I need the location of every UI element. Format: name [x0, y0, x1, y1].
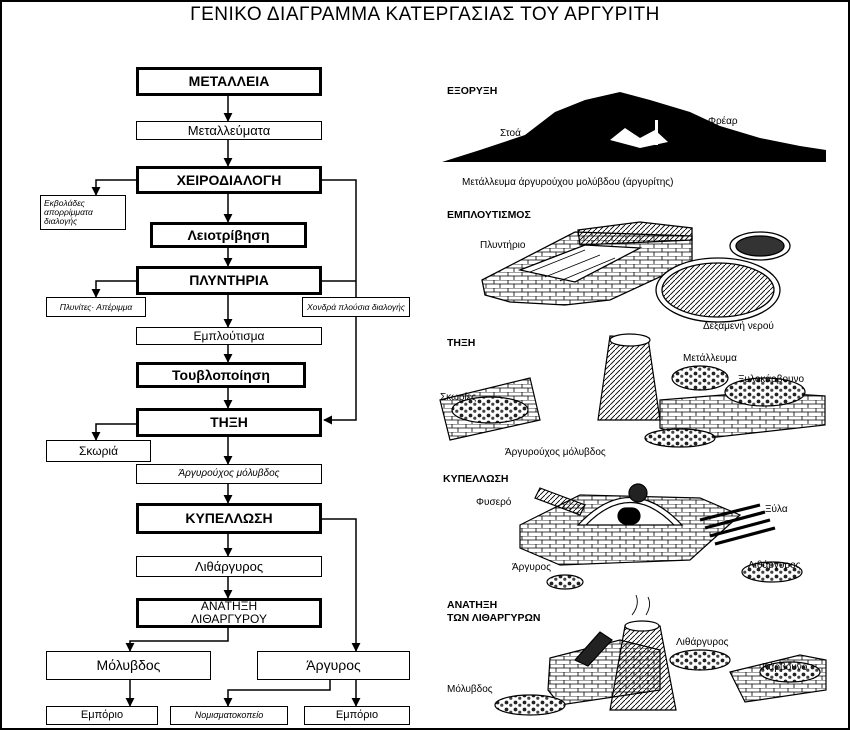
box-plynites: Πλυνίτες· Απέριμμα	[46, 297, 146, 317]
box-nomismatokopeio: Νομισματοκοπείο	[170, 706, 288, 725]
label-stoa: Στοά	[500, 127, 521, 139]
label-frear: Φρέαρ	[708, 115, 738, 127]
box-anatixi-lithargyrou: ΑΝΑΤΗΞΗ ΛΙΘΑΡΓΥΡΟΥ	[136, 598, 322, 628]
box-kypellosi: ΚΥΠΕΛΛΩΣΗ	[136, 503, 322, 534]
box-skoria: Σκωριά	[46, 440, 151, 462]
illustration-exoryxi: ΕΞΟΡΥΞΗ Στοά Φρέαρ Μετάλλευμα άργυρούχου…	[442, 85, 826, 188]
section-anatixi-heading-2: ΤΩΝ ΛΙΘΑΡΓΥΡΩΝ	[447, 612, 540, 624]
box-metalleumata: Μεταλλεύματα	[136, 121, 322, 140]
box-anatixi-line-1: ΑΝΑΤΗΞΗ	[200, 599, 258, 614]
label-fysero: Φυσερό	[476, 496, 512, 508]
label-argyros-ill: Άργυρος	[512, 562, 551, 573]
label-metalleuma: Μετάλλευμα	[683, 352, 737, 364]
box-plyntiria: ΠΛΥΝΤΗΡΙΑ	[136, 266, 322, 295]
page-title: ΓΕΝΙΚΟ ΔΙΑΓΡΑΜΜΑ ΚΑΤΕΡΓΑΣΙΑΣ ΤΟΥ ΑΡΓΥΡΙΤ…	[190, 4, 660, 25]
box-xondra: Χονδρά πλούσια διαλογής	[302, 297, 410, 317]
label-molyvdos-ill: Μόλυβδος	[447, 683, 493, 695]
label-plyntirio: Πλυντήριο	[480, 239, 526, 251]
box-tixi: ΤΗΞΗ	[136, 408, 322, 437]
label-lithargyros-ill: Λιθάργυρος	[748, 559, 801, 571]
box-anatixi-line-2: ΛΙΘΑΡΓΥΡΟΥ	[190, 612, 268, 626]
label-xyla: Ξύλα	[765, 503, 788, 515]
section-anatixi-heading-1: ΑΝΑΤΗΞΗ	[447, 599, 497, 611]
box-molyvdos: Μόλυβδος	[46, 651, 211, 680]
label-karvouno: Κάρβουνο	[762, 661, 808, 673]
caption-exoryxi: Μετάλλευμα άργυρούχου μολύβδου (άργυρίτη…	[462, 176, 673, 188]
box-argyros: Άργυρος	[257, 651, 410, 680]
box-argyrouxos: Άργυρούχος μόλυβδος	[136, 464, 322, 484]
box-metalleia: ΜΕΤΑΛΛΕΙΑ	[136, 67, 322, 96]
box-emporio-left: Εμπόριο	[46, 706, 158, 725]
illustration-kypellosi: ΚΥΠΕΛΛΩΣΗ Φυσερό Ξύλα Άργυρος Λιθάργυρος	[443, 473, 803, 590]
section-tixi-heading: ΤΗΞΗ	[447, 337, 475, 349]
box-ekvolades: Εκβολάδες απορρίμματα διαλογής	[40, 195, 126, 230]
label-dexameni: Δεξαμενή νερού	[703, 320, 774, 332]
illustration-anatixi: ΑΝΑΤΗΞΗ ΤΩΝ ΛΙΘΑΡΓΥΡΩΝ Λιθάργυρος Κάρβου…	[447, 594, 827, 716]
box-emploutisma: Εμπλούτισμα	[136, 327, 322, 345]
illustration-tixi: ΤΗΞΗ Μετάλλευμα Ξυλοκάρβουνο Σκωρίες Άργ…	[439, 333, 826, 458]
label-xylokarvouno: Ξυλοκάρβουνο	[738, 373, 805, 385]
flow-connectors	[91, 96, 361, 707]
box-xeirodialogi: ΧΕΙΡΟΔΙΑΛΟΓΗ	[136, 166, 322, 194]
box-emporio-right: Εμπόριο	[304, 706, 410, 725]
section-emploutismos-heading: ΕΜΠΛΟΥΤΙΣΜΟΣ	[447, 209, 531, 221]
label-argyrouxos-molyvdos: Άργυρούχος μόλυβδος	[505, 446, 606, 458]
section-kypellosi-heading: ΚΥΠΕΛΛΩΣΗ	[443, 473, 508, 485]
box-lithargyros: Λιθάργυρος	[136, 556, 322, 577]
illustration-emploutismos: ΕΜΠΛΟΥΤΙΣΜΟΣ Πλυντήριο Δεξαμενή νερού	[447, 209, 791, 332]
label-skories: Σκωρίες	[440, 391, 476, 403]
section-exoryxi-heading: ΕΞΟΡΥΞΗ	[447, 85, 497, 97]
box-leiotrivisi: Λειοτρίβηση	[150, 222, 307, 248]
box-touvlopoiisi: Τουβλοποίηση	[136, 362, 306, 388]
label-lithargyros-an: Λιθάργυρος	[676, 636, 729, 648]
